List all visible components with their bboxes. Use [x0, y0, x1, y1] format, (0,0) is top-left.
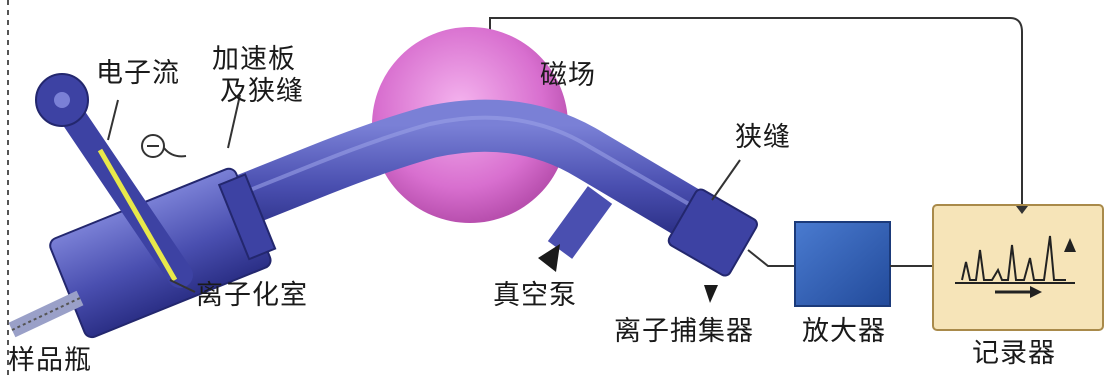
collector-arrow [704, 285, 718, 303]
flight-tube-highlight [234, 115, 721, 224]
ion-chamber-pointer [169, 279, 196, 293]
label-accelerator-line2: 及狭缝 [220, 76, 304, 107]
recorder-box [932, 204, 1104, 331]
amplifier-box [794, 221, 891, 307]
collector-amplifier-wire [747, 249, 795, 267]
label-electron-beam: 电子流 [96, 58, 180, 89]
label-accelerator-line1: 加速板 [212, 44, 296, 75]
ion-collector-housing [667, 188, 758, 277]
label-vacuum-pump: 真空泵 [493, 280, 577, 311]
label-slit: 狭缝 [735, 122, 791, 153]
label-ion-collector: 离子捕集器 [614, 316, 754, 347]
accelerator-pointer [227, 94, 241, 149]
slit-pointer [711, 159, 741, 201]
label-recorder: 记录器 [972, 338, 1056, 369]
electron-beam [97, 148, 178, 282]
label-ionization-chamber: 离子化室 [196, 280, 308, 311]
magnet-recorder-wire [489, 17, 1023, 210]
vacuum-pump-branch [547, 186, 613, 259]
spectrum-arrow-head [1030, 286, 1042, 298]
flight-tube [215, 99, 739, 258]
label-amplifier: 放大器 [802, 316, 886, 347]
negative-ion-tail [163, 147, 187, 158]
vacuum-pump-arrow [538, 244, 560, 272]
electron-gun-tip [54, 92, 70, 108]
label-magnetic-field: 磁场 [540, 60, 596, 91]
spectrum-trace [961, 235, 1066, 281]
spectrum-up-arrow [1064, 238, 1076, 252]
recorder-wire-arrow [1016, 206, 1028, 214]
electron-beam-pointer [107, 99, 119, 141]
label-sample-inlet: 样品瓶 [8, 345, 92, 376]
sample-inlet-pipe-edge [11, 297, 81, 331]
